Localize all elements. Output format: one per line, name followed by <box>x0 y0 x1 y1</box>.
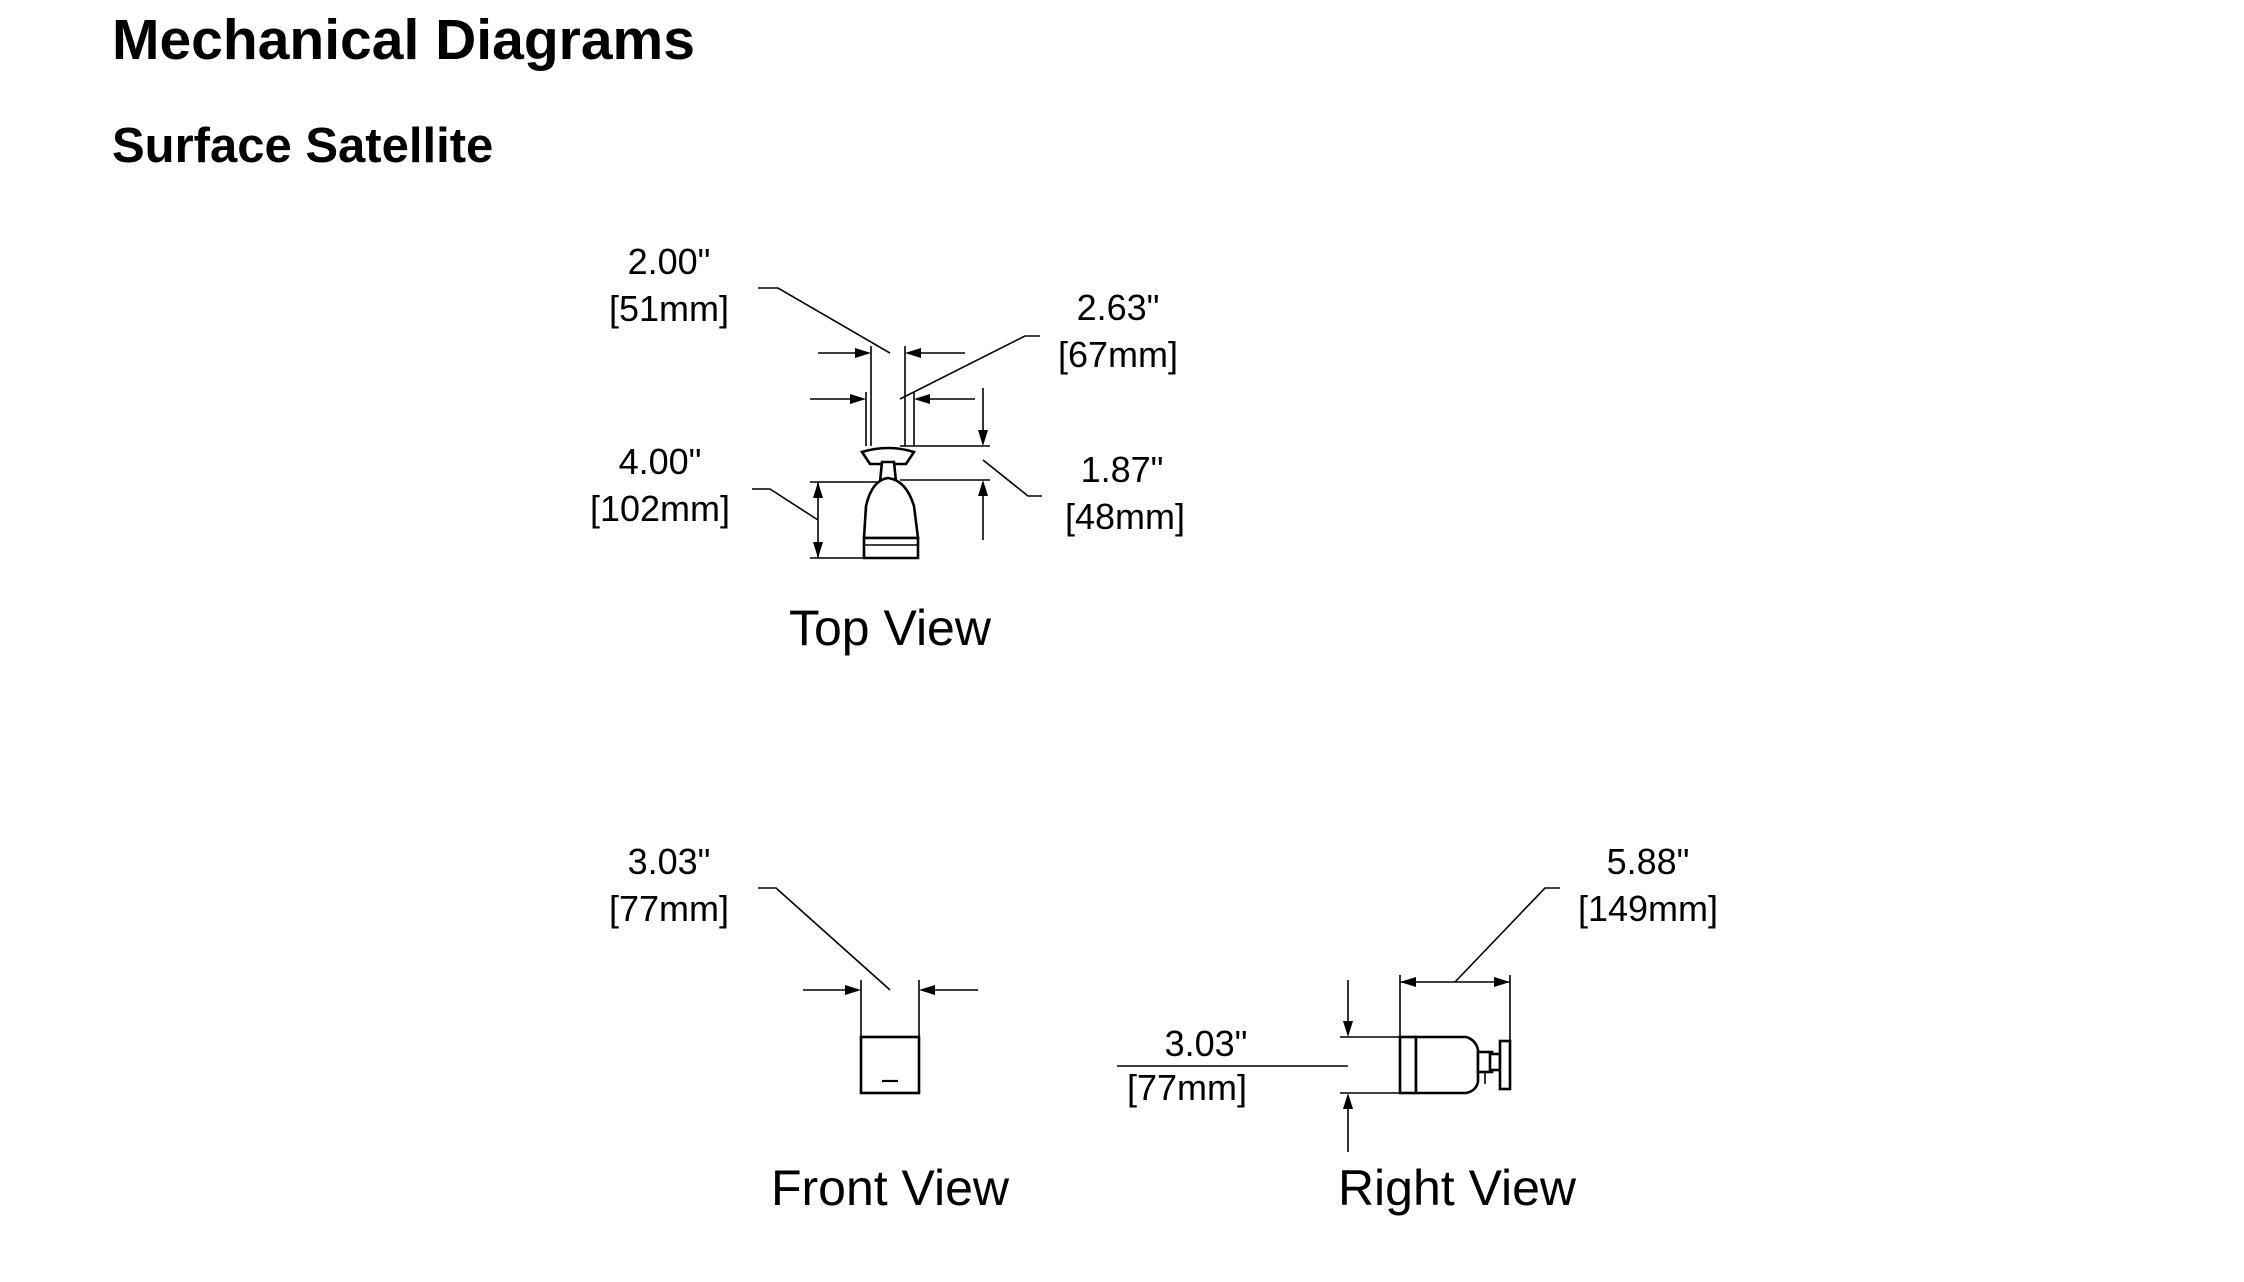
top-view-dim-width-large: 2.63" [67mm] <box>810 287 1178 446</box>
top-view-dim-width-small: 2.00" [51mm] <box>609 241 965 446</box>
top-dim-neck-inches: 1.87" <box>1081 449 1164 490</box>
front-view: 3.03" [77mm] Front View <box>609 841 1010 1216</box>
front-dim-width-mm: [77mm] <box>609 888 729 929</box>
right-view-speaker-outline <box>1398 1035 1512 1095</box>
top-dim-length-mm: [102mm] <box>590 488 730 529</box>
top-dim-width-small-mm: [51mm] <box>609 288 729 329</box>
page-title: Mechanical Diagrams <box>112 8 695 72</box>
right-view: 5.88" [149mm] 3.03" [77mm] Right View <box>1117 841 1718 1216</box>
top-view-label: Top View <box>789 600 992 656</box>
top-dim-width-large-mm: [67mm] <box>1058 334 1178 375</box>
top-dim-neck-mm: [48mm] <box>1065 496 1185 537</box>
right-dim-height-mm: [77mm] <box>1127 1067 1247 1108</box>
right-view-dim-length: 5.88" [149mm] <box>1399 841 1718 1041</box>
right-dim-height-inches: 3.03" <box>1165 1023 1248 1064</box>
top-dim-width-large-inches: 2.63" <box>1077 287 1160 328</box>
right-view-dim-height: 3.03" [77mm] <box>1117 980 1400 1152</box>
right-dim-length-inches: 5.88" <box>1607 841 1690 882</box>
right-dim-length-mm: [149mm] <box>1578 888 1718 929</box>
top-view-dim-neck: 1.87" [48mm] <box>900 388 1185 540</box>
top-view-dim-length: 4.00" [102mm] <box>590 441 880 559</box>
front-view-dim-width: 3.03" [77mm] <box>609 841 978 1037</box>
top-dim-length-inches: 4.00" <box>619 441 702 482</box>
front-dim-width-inches: 3.03" <box>628 841 711 882</box>
right-view-label: Right View <box>1338 1160 1577 1216</box>
top-view: 2.00" [51mm] 2.63" [67mm] 4.00" [102mm] <box>590 241 1185 656</box>
front-view-speaker-outline <box>859 1035 921 1095</box>
front-view-label: Front View <box>771 1160 1010 1216</box>
section-title: Surface Satellite <box>112 119 494 173</box>
top-dim-width-small-inches: 2.00" <box>628 241 711 282</box>
top-view-speaker-outline <box>859 446 920 560</box>
